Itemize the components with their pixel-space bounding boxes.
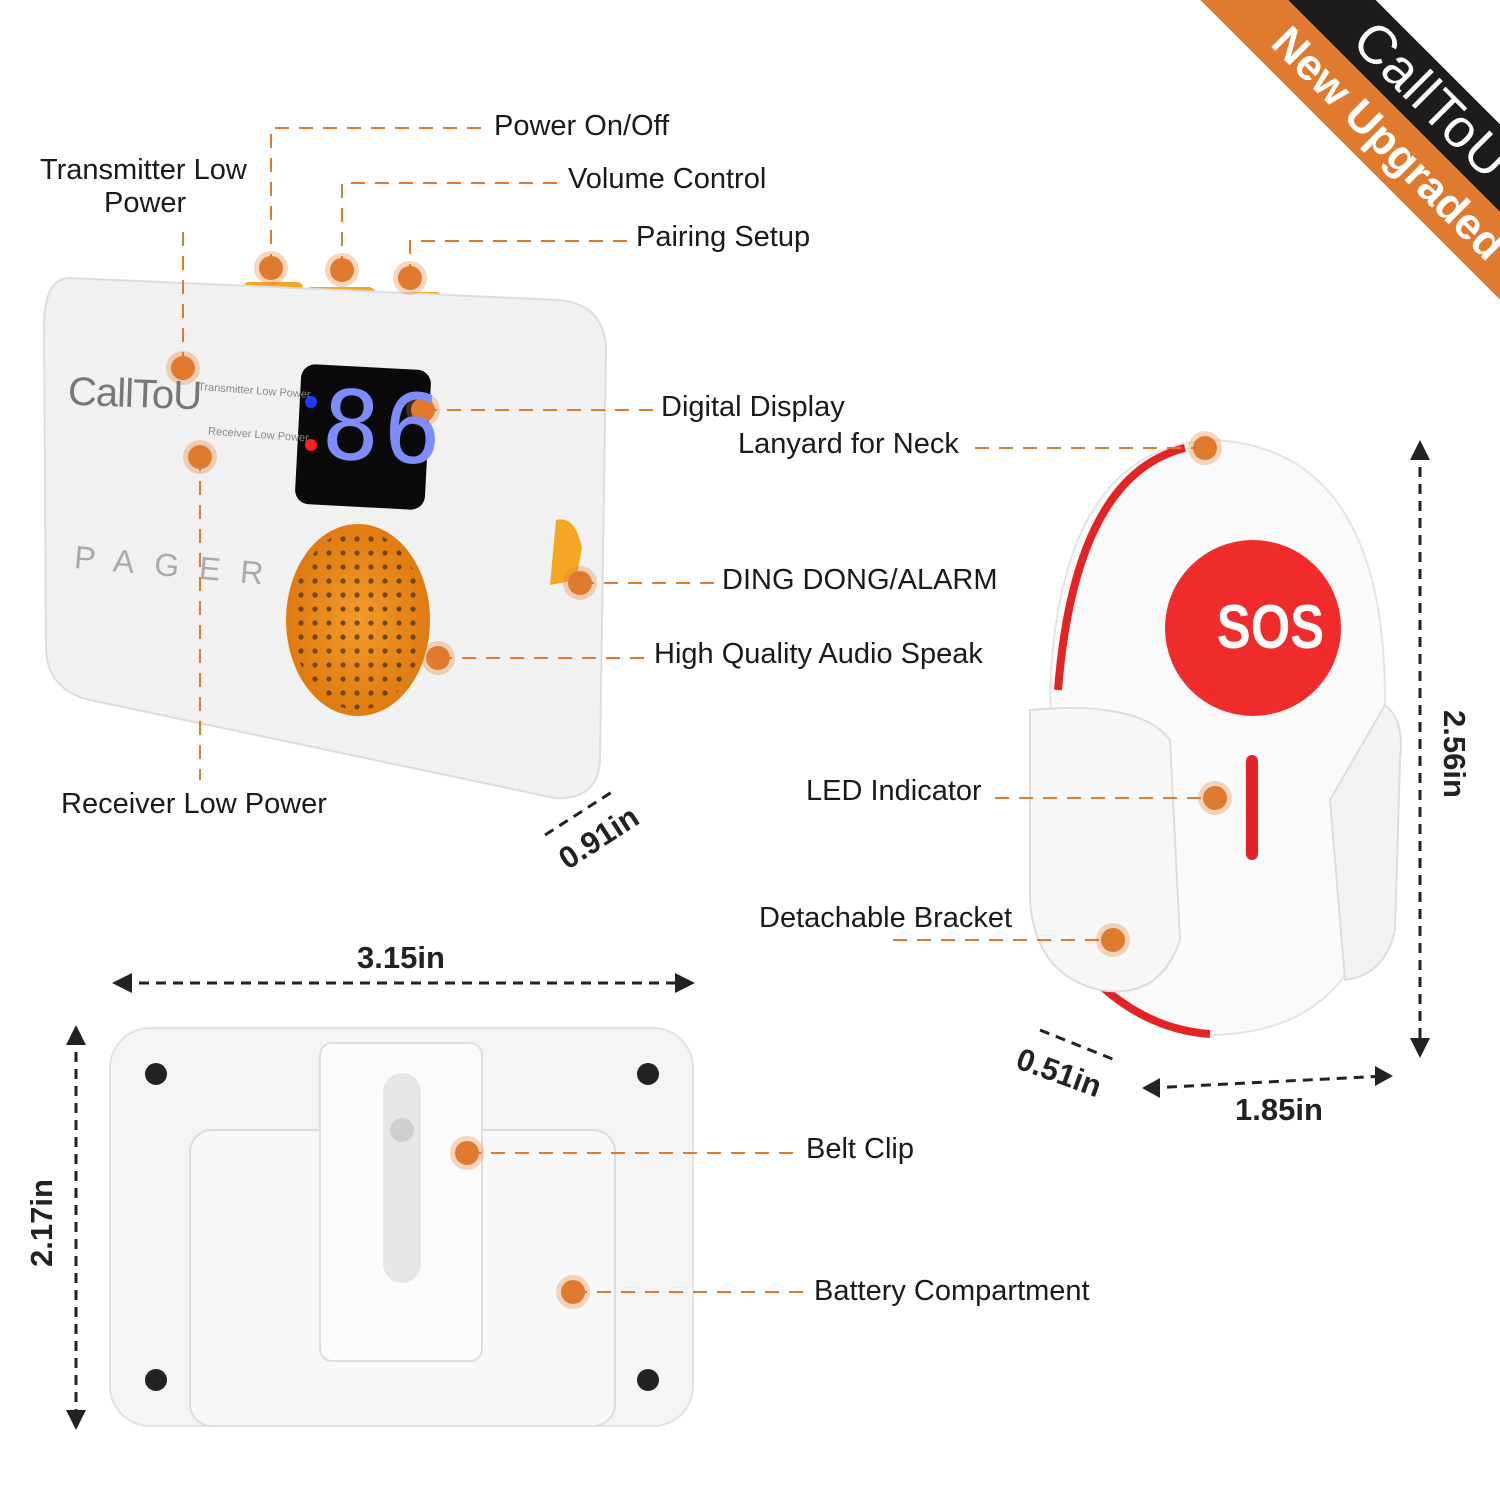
callout-dots [166, 251, 1232, 1309]
sos-label: SOS [1216, 593, 1325, 662]
label-digital-display: Digital Display [661, 391, 845, 423]
label-pairing: Pairing Setup [636, 221, 811, 253]
dim-pager-width: 3.15in [357, 940, 445, 975]
label-battery: Battery Compartment [814, 1275, 1090, 1307]
digital-display-value: 86 [319, 368, 449, 488]
dim-button-width: 1.85in [1235, 1092, 1323, 1127]
label-ding-dong: DING DONG/ALARM [722, 564, 998, 596]
label-belt-clip: Belt Clip [806, 1133, 914, 1165]
dim-pager-height: 2.17in [23, 1179, 59, 1267]
pager-logo: CallToU [67, 369, 202, 419]
label-volume: Volume Control [568, 163, 767, 195]
label-lanyard: Lanyard for Neck [738, 428, 959, 460]
callout-lines [182, 127, 1215, 1293]
pager-back [109, 1027, 694, 1427]
dim-button-height: 2.56in [1436, 710, 1472, 798]
label-power: Power On/Off [494, 110, 670, 142]
label-receiver-low-power: Receiver Low Power [61, 788, 327, 820]
dimension-lines [74, 450, 1422, 1420]
label-led: LED Indicator [806, 775, 982, 807]
label-transmitter-low-power-2: Power [104, 187, 187, 219]
pager-front [42, 276, 608, 800]
sos-button-device [1029, 438, 1402, 1038]
label-bracket: Detachable Bracket [759, 902, 1013, 934]
label-audio: High Quality Audio Speak [654, 638, 983, 670]
label-transmitter-low-power-1: Transmitter Low [40, 154, 247, 186]
